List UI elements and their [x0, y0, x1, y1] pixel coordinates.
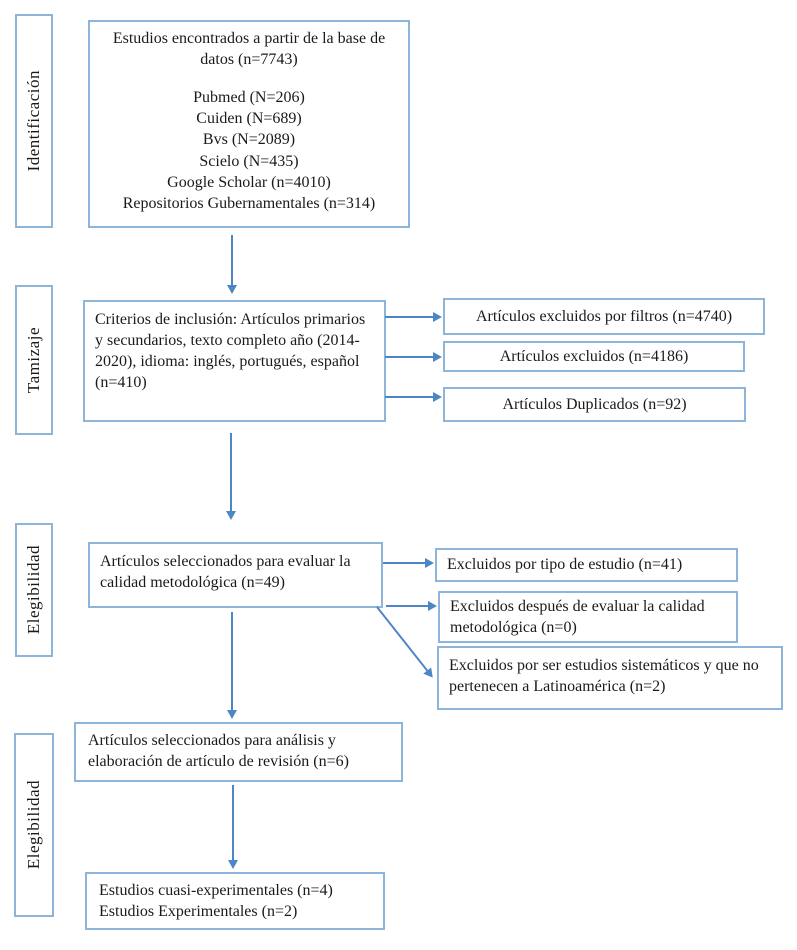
final-experimental-text: Estudios Experimentales (n=2) — [99, 903, 298, 921]
stage-label-text: Identificación — [24, 70, 43, 172]
box-excluded-study-type: Excluidos por tipo de estudio (n=41) — [435, 548, 738, 582]
box-excluded-filters: Artículos excluidos por filtros (n=4740) — [443, 298, 765, 335]
arrow-right-icon — [386, 601, 437, 611]
arrow-right-icon — [385, 312, 442, 322]
box-duplicates: Artículos Duplicados (n=92) — [443, 387, 746, 422]
arrow-down-icon — [227, 235, 237, 294]
arrow-right-icon — [385, 352, 442, 362]
source-repositorios: Repositorios Gubernamentales (n=314) — [122, 194, 376, 212]
source-scielo: Scielo (N=435) — [199, 152, 299, 170]
arrow-diagonal-icon — [376, 606, 437, 681]
excluded-articles-text: Artículos excluidos (n=4186) — [499, 347, 689, 365]
box-excluded-quality: Excluidos después de evaluar la calidad … — [438, 591, 738, 643]
source-cuiden: Cuiden (N=689) — [196, 110, 302, 128]
excluded-quality-text: Excluidos después de evaluar la calidad … — [450, 598, 705, 637]
identified-studies-title: Estudios encontrados a partir de la base… — [112, 30, 386, 69]
arrow-right-icon — [385, 392, 442, 402]
box-identified-studies: Estudios encontrados a partir de la base… — [88, 20, 410, 228]
arrow-right-icon — [383, 558, 434, 568]
stage-label-elegibilidad-1: Elegibilidad — [15, 523, 53, 657]
stage-label-text: Elegibilidad — [24, 780, 43, 870]
stage-label-text: Elegibilidad — [24, 545, 43, 635]
quality-assessment-text: Artículos seleccionados para evaluar la … — [100, 553, 351, 592]
selected-analysis-text: Artículos seleccionados para análisis y … — [88, 732, 349, 771]
stage-label-elegibilidad-2: Elegibilidad — [14, 733, 54, 917]
inclusion-criteria-text: Criterios de inclusión: Artículos primar… — [95, 311, 366, 392]
excluded-study-type-text: Excluidos por tipo de estudio (n=41) — [447, 556, 683, 574]
box-final-studies: Estudios cuasi-experimentales (n=4) Estu… — [85, 872, 385, 930]
source-google-scholar: Google Scholar (n=4010) — [167, 173, 331, 191]
arrow-down-icon — [226, 433, 236, 520]
source-pubmed: Pubmed (N=206) — [193, 89, 305, 107]
source-bvs: Bvs (N=2089) — [202, 131, 296, 149]
box-selected-analysis: Artículos seleccionados para análisis y … — [74, 722, 403, 782]
duplicates-text: Artículos Duplicados (n=92) — [502, 395, 687, 413]
box-quality-assessment: Artículos seleccionados para evaluar la … — [88, 542, 383, 608]
stage-label-tamizaje: Tamizaje — [15, 285, 53, 435]
arrow-down-icon — [228, 785, 238, 869]
excluded-filters-text: Artículos excluidos por filtros (n=4740) — [475, 307, 733, 325]
stage-label-text: Tamizaje — [24, 326, 43, 394]
excluded-systematic-text: Excluidos por ser estudios sistemáticos … — [449, 657, 759, 696]
stage-label-identificacion: Identificación — [15, 14, 53, 228]
arrow-down-icon — [227, 612, 237, 719]
box-excluded-systematic: Excluidos por ser estudios sistemáticos … — [437, 646, 783, 710]
box-inclusion-criteria: Criterios de inclusión: Artículos primar… — [83, 300, 386, 422]
box-excluded-articles: Artículos excluidos (n=4186) — [443, 341, 745, 372]
final-quasi-experimental-text: Estudios cuasi-experimentales (n=4) — [99, 882, 333, 899]
